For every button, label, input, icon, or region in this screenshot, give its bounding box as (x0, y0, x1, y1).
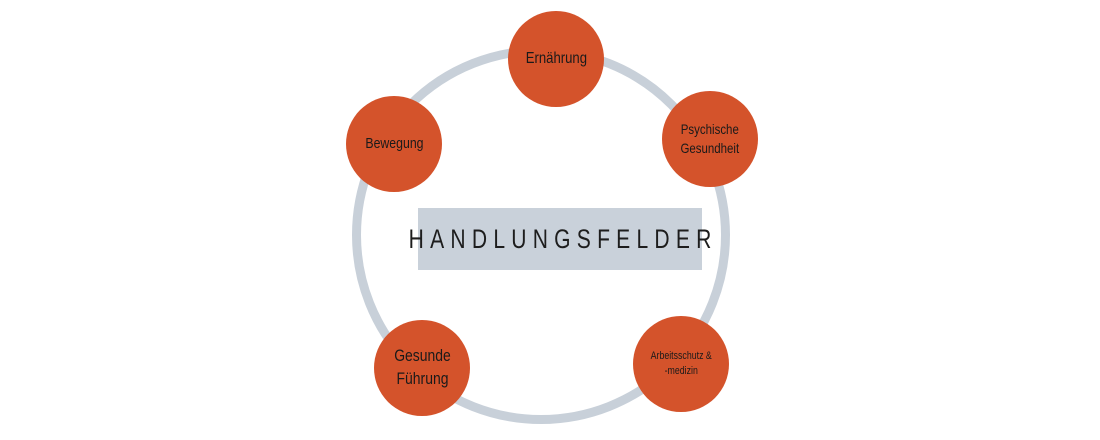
node-label-bewegung: Bewegung (364, 134, 424, 152)
node-gesunde-fuehrung: Gesunde Führung (374, 320, 470, 416)
node-ernaehrung: Ernährung (508, 11, 604, 107)
node-arbeitsschutz: Arbeitsschutz & -medizin (633, 316, 729, 412)
node-label-gesunde-fuehrung: Gesunde Führung (393, 346, 451, 388)
node-label-arbeitsschutz: Arbeitsschutz & -medizin (650, 350, 712, 377)
node-label-psychische-gesundheit: Psychische Gesundheit (680, 121, 740, 156)
center-label-box: HANDLUNGSFELDER (409, 208, 711, 270)
node-psychische-gesundheit: Psychische Gesundheit (662, 91, 758, 187)
node-label-ernaehrung: Ernährung (525, 50, 587, 68)
center-title: HANDLUNGSFELDER (408, 223, 718, 254)
node-bewegung: Bewegung (346, 96, 442, 192)
